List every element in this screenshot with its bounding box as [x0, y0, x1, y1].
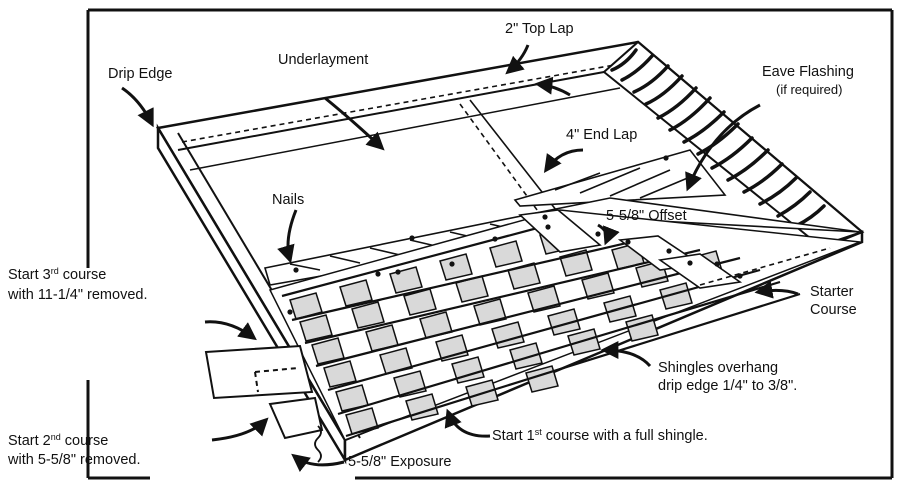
start1-sup: st: [534, 427, 542, 437]
label-starter: Starter: [810, 284, 854, 300]
label-nails: Nails: [272, 192, 305, 208]
start3-sup: rd: [50, 266, 59, 276]
arrow-underlayment: [324, 96, 385, 151]
label-underlayment: Underlayment: [278, 52, 369, 68]
arrow-eave-flashing: [685, 103, 761, 192]
second-course-shingle: [268, 396, 324, 440]
arrow-top-lap: [505, 44, 530, 75]
label-overhang: Shingles overhang: [658, 360, 779, 376]
start2-text-a: Start 2: [8, 433, 51, 449]
arrow-starter: [754, 280, 799, 299]
end-lap-dashed: [459, 103, 549, 226]
label-exposure: 5-5/8" Exposure: [348, 454, 452, 470]
label-end-lap: 4" End Lap: [566, 127, 638, 143]
starter-course-dashed: [699, 247, 831, 286]
label-start-2nd-course: Start 2nd course: [8, 433, 108, 450]
label-eave-flashing-note: (if required): [776, 82, 843, 97]
arrow-nails: [277, 209, 298, 264]
start1-text-a: Start 1: [492, 428, 535, 444]
arrow-top-lap-2: [534, 76, 571, 97]
start3-text-b: course: [58, 267, 107, 283]
leader-arrows: [121, 44, 799, 472]
label-start-1st-course: Start 1st course with a full shingle.: [492, 428, 708, 445]
exposure-squiggle: [314, 425, 322, 463]
label-top-lap: 2" Top Lap: [505, 21, 574, 37]
upper-underlayment-strip: [263, 197, 861, 286]
loose-shingles: [204, 344, 324, 440]
arrow-end-lap: [543, 148, 584, 173]
start1-text-b: course with a full shingle.: [541, 428, 708, 444]
label-offset: 5-5/8" Offset: [606, 208, 687, 224]
start2-sup: nd: [50, 432, 61, 442]
arrow-drip-edge: [121, 86, 154, 128]
arrow-start2: [211, 417, 269, 442]
label-start-3rd-course-line2: with 11-1/4" removed.: [8, 287, 148, 303]
label-start-3rd-course: Start 3rd course: [8, 267, 106, 284]
arrow-offset: [597, 223, 620, 246]
end-lap-wedge: [513, 149, 727, 207]
arrow-overhang: [600, 341, 652, 368]
label-eave-flashing: Eave Flashing: [762, 64, 854, 80]
arrow-start3: [204, 320, 257, 341]
arrow-exposure: [291, 453, 345, 472]
frame: [86, 8, 894, 480]
arrow-start1: [444, 408, 491, 438]
start3-text-a: Start 3: [8, 267, 51, 283]
label-overhang-line2: drip edge 1/4" to 3/8".: [658, 378, 798, 394]
label-drip-edge: Drip Edge: [108, 66, 173, 82]
label-starter-line2: Course: [810, 302, 857, 318]
shingle-field: [268, 209, 861, 441]
label-start-2nd-course-line2: with 5-5/8" removed.: [8, 452, 141, 468]
top-lap-line: [177, 71, 605, 151]
underlayment-course-2: [189, 87, 621, 171]
shingle-row-lines: [281, 220, 801, 438]
eave-flashing-hatch: [602, 40, 865, 248]
start2-text-b: course: [60, 433, 109, 449]
